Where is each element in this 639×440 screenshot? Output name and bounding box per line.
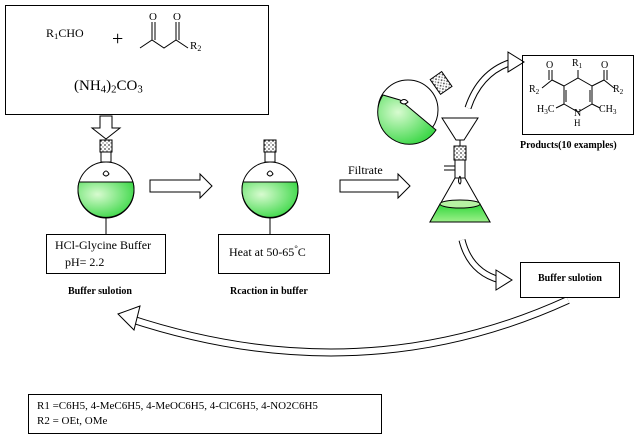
ammonium-carbonate: (NH4)2CO3 [74, 78, 143, 96]
legend-r2: R2 = OEt, OMe [37, 415, 108, 427]
aldehyde-sub: 1 [54, 31, 59, 42]
product-nh-n: N [574, 108, 582, 119]
flask-buffer [77, 139, 135, 234]
curved-arrow-buffer [458, 239, 513, 291]
recycle-arrow [117, 296, 570, 357]
right-arrow-filtrate [339, 172, 411, 200]
pouring-flask [377, 70, 453, 145]
heat-box: Heat at 50-65°C [218, 234, 330, 274]
product-o-left: O [546, 60, 554, 71]
filtrate-label: Filtrate [348, 163, 383, 177]
product-ch3-left: H3C [537, 104, 555, 116]
product-ch3-right: CH3 [599, 104, 617, 116]
substituent-legend: R1 =C6H5, 4-MeC6H5, 4-MeOC6H5, 4-ClC6H5,… [28, 394, 382, 434]
buffer-box-line2: pH= 2.2 [65, 255, 105, 269]
product-nh-h: H [574, 118, 581, 128]
aldehyde-formula: R1CHO [46, 26, 84, 41]
flask-reaction [241, 139, 299, 234]
down-arrow [90, 115, 122, 140]
product-r1: R1 [572, 58, 583, 70]
svg-text:O: O [173, 11, 181, 23]
product-box [522, 55, 634, 135]
buffer-caption: Buffer sulotion [68, 286, 132, 297]
buffer-box: HCl-Glycine Buffer pH= 2.2 [46, 234, 166, 274]
aldehyde-cho: CHO [58, 26, 84, 40]
right-arrow-1 [149, 172, 213, 200]
ketoester-r2: R2 [190, 40, 202, 53]
legend-r1: R1 =C6H5, 4-MeC6H5, 4-MeOC6H5, 4-ClC6H5,… [37, 400, 318, 412]
plus-sign: + [112, 28, 124, 50]
product-structure [541, 70, 615, 113]
reagents-box [5, 5, 269, 115]
buffer-recycle-box: Buffer sulotion [520, 262, 620, 298]
aldehyde-r: R [46, 26, 55, 40]
product-o-right: O [601, 60, 609, 71]
product-r2-right: R2 [613, 84, 624, 96]
buffer-box-line1: HCl-Glycine Buffer [55, 238, 152, 252]
product-r2-left: R2 [529, 84, 540, 96]
curved-arrow-products [464, 51, 525, 110]
filter-apparatus [429, 117, 491, 223]
products-caption: Products(10 examples) [520, 140, 617, 151]
ketoester-structure: O O [139, 11, 189, 49]
svg-text:O: O [149, 11, 157, 23]
reaction-caption: Rcaction in buffer [230, 286, 308, 297]
